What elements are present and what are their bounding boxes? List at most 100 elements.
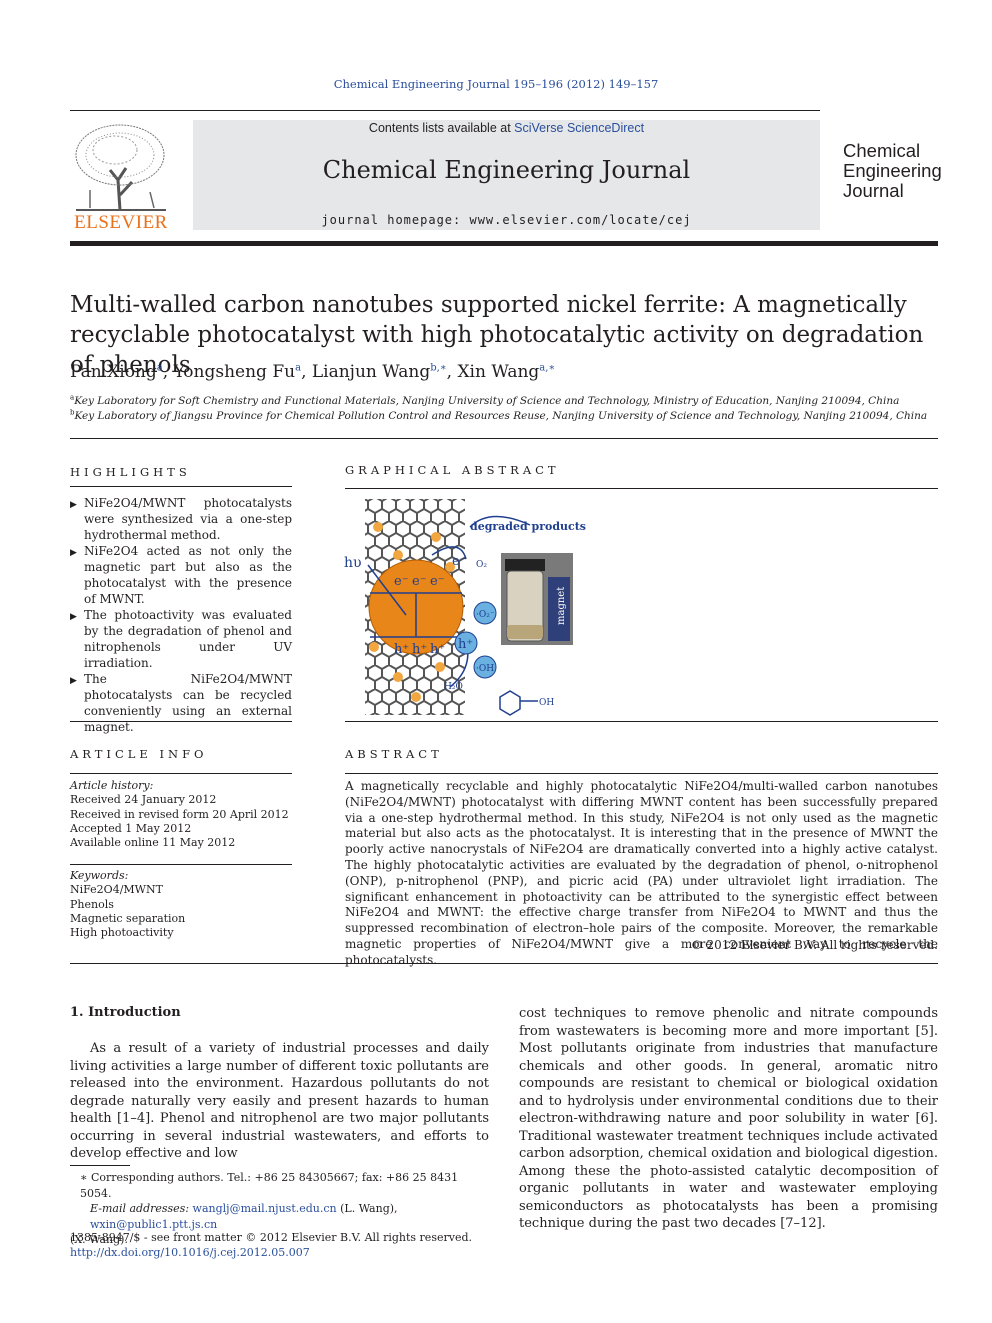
email-link[interactable]: wanglj@mail.njust.edu.cn: [192, 1202, 337, 1215]
keywords-rule: [70, 864, 292, 865]
body-column-right: cost techniques to remove phenolic and n…: [519, 1006, 938, 1231]
journal-reference[interactable]: Chemical Engineering Journal 195–196 (20…: [333, 77, 659, 91]
o2-label: O₂: [476, 560, 487, 570]
graphical-abstract-rule: [345, 488, 938, 489]
particle-small: [373, 522, 383, 532]
bottom-identifiers: 1385-8947/$ - see front matter © 2012 El…: [70, 1230, 472, 1260]
author-name: Pan Xiong: [70, 362, 157, 382]
journal-title: Chemical Engineering Journal: [322, 156, 691, 184]
affiliation: aKey Laboratory for Soft Chemistry and F…: [70, 393, 900, 407]
article-history: Article history: Received 24 January 201…: [70, 779, 292, 850]
particle-small: [393, 550, 403, 560]
keyword-item: Magnetic separation: [70, 911, 186, 925]
author-name: Yongsheng Fu: [173, 362, 296, 382]
highlight-text: The NiFe2O4/MWNT photocatalysts can be r…: [84, 672, 292, 734]
highlight-text: The photoactivity was evaluated by the d…: [84, 608, 292, 670]
email-owner: (X. Wang).: [70, 1233, 128, 1246]
history-label: Article history:: [70, 779, 154, 792]
cej-logo-line: Journal: [843, 180, 904, 201]
history-item: Received in revised form 20 April 2012: [70, 807, 289, 821]
author-affil-mark[interactable]: a,∗: [539, 362, 556, 374]
section-rule: [70, 438, 938, 439]
particle-small: [435, 662, 445, 672]
contents-prefix: Contents lists available at: [368, 121, 515, 135]
hole-label: h⁺: [458, 637, 473, 652]
oh-label: OH: [539, 698, 554, 708]
tree-icon: [70, 120, 172, 212]
bullet-triangle-icon: ▶: [70, 612, 77, 622]
graphical-abstract-heading: GRAPHICAL ABSTRACT: [345, 463, 560, 477]
magnet-block: [548, 577, 570, 641]
author-affil-mark[interactable]: a: [156, 362, 163, 374]
electron-label: e⁻: [430, 574, 445, 589]
author-name: Lianjun Wang: [311, 362, 431, 382]
abstract-text: A magnetically recyclable and highly pho…: [345, 779, 938, 967]
hole-label: h⁺: [430, 642, 445, 657]
elsevier-tree-logo: [70, 120, 172, 232]
hole-bubble: [454, 631, 478, 655]
highlight-item: ▶NiFe2O4 acted as not only the magnetic …: [70, 543, 292, 607]
radical-bubble: [473, 601, 497, 625]
hole-label: h⁺: [394, 642, 409, 657]
email-link[interactable]: wxin@public1.ptt.js.cn: [90, 1217, 218, 1231]
highlight-item: ▶ The NiFe2O4/MWNT photocatalysts can be …: [70, 671, 292, 735]
degraded-products-label: degraded products: [470, 520, 586, 533]
bullet-triangle-icon: ▶: [70, 676, 77, 686]
oh-radical-label: ·OH: [476, 664, 494, 674]
issn-line: 1385-8947/$ - see front matter © 2012 El…: [70, 1231, 472, 1244]
author-name: Xin Wang: [457, 362, 540, 382]
section-heading: 1. Introduction: [70, 1005, 181, 1020]
footnote-rule: [70, 1165, 130, 1166]
paragraph: As a result of a variety of industrial p…: [70, 1041, 489, 1161]
corresponding-note: ∗ Corresponding authors. Tel.: +86 25 84…: [80, 1171, 459, 1200]
h2o-label: H₂O: [444, 682, 463, 692]
affiliation: bKey Laboratory of Jiangsu Province for …: [70, 408, 927, 422]
radical-bubble: [473, 655, 497, 679]
particle-small: [369, 642, 379, 652]
abstract-end-rule: [70, 963, 938, 964]
highlight-text: NiFe2O4/MWNT photocatalysts were synthes…: [84, 496, 292, 542]
highlights-list: ▶ NiFe2O4/MWNT photocatalysts were synthe…: [70, 495, 292, 735]
article-info-rule: [70, 773, 292, 774]
email-label: E-mail addresses:: [90, 1202, 190, 1215]
electron-label: e⁻: [412, 574, 427, 589]
sciencedirect-link[interactable]: SciVerse ScienceDirect: [514, 121, 645, 135]
affiliation-mark: b: [70, 408, 75, 417]
journal-banner: [193, 120, 820, 230]
keyword-item: NiFe2O4/MWNT: [70, 883, 163, 897]
cej-logo: Chemical Engineering Journal: [843, 141, 943, 201]
header-thick-rule: [70, 241, 938, 246]
particle-small: [445, 562, 455, 572]
phenol-ring-icon: [499, 690, 521, 716]
article-title: Multi-walled carbon nanotubes supported …: [70, 292, 924, 378]
affiliation-text: Key Laboratory for Soft Chemistry and Fu…: [74, 395, 900, 407]
highlight-item: ▶ NiFe2O4/MWNT photocatalysts were synthe…: [70, 495, 292, 543]
bullet-triangle-icon: ▶: [70, 500, 77, 510]
highlights-end-rule: [70, 721, 292, 722]
graphical-abstract-figure: hυ e⁻ e⁻ e⁻ e⁻ O₂ ·O₂⁻ h⁺ h⁺ h⁺ h⁺ ·OH H…: [340, 497, 590, 719]
history-item: Available online 11 May 2012: [70, 836, 236, 850]
hole-label: h⁺: [412, 642, 427, 657]
o2-radical-label: ·O₂⁻: [476, 610, 495, 620]
magnet-label: magnet: [556, 587, 567, 625]
electron-label: e⁻: [394, 574, 409, 589]
keywords: Keywords: NiFe2O4/MWNT Phenols Magnetic …: [70, 869, 292, 940]
author-affil-mark[interactable]: a: [295, 362, 302, 374]
elsevier-wordmark: ELSEVIER: [74, 212, 168, 233]
author-list: Pan Xionga, Yongsheng Fua, Lianjun Wangb…: [70, 362, 556, 382]
email-owner: (L. Wang),: [336, 1202, 398, 1215]
graphical-abstract-end-rule: [345, 721, 938, 722]
keywords-label: Keywords:: [70, 869, 129, 882]
electron-label: e⁻: [452, 554, 467, 569]
abstract-rule: [345, 773, 938, 774]
doi-link[interactable]: http://dx.doi.org/10.1016/j.cej.2012.05.…: [70, 1246, 310, 1259]
keyword-item: Phenols: [70, 897, 114, 911]
highlights-heading: HIGHLIGHTS: [70, 465, 191, 479]
journal-homepage[interactable]: journal homepage: www.elsevier.com/locat…: [321, 213, 692, 227]
affiliation-mark: a: [70, 393, 75, 402]
highlight-text: NiFe2O4 acted as not only the magnetic p…: [84, 544, 292, 606]
particle-small: [431, 532, 441, 542]
history-item: Accepted 1 May 2012: [70, 821, 192, 835]
particle-small: [393, 672, 403, 682]
author-affil-mark[interactable]: b,∗: [430, 362, 447, 374]
